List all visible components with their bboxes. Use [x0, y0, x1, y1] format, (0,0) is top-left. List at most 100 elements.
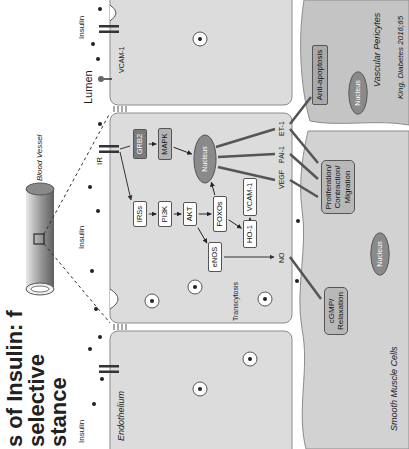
insulin-dot [98, 335, 102, 339]
insulin-dot [98, 7, 102, 11]
vessel-opening [26, 283, 54, 295]
endocytosis-pit [110, 5, 116, 21]
molecule-box: eNOS [208, 242, 223, 272]
molecule-box: FOXOs [213, 197, 228, 232]
node-text: Vascular Pericytes [372, 13, 382, 87]
region-heading: Smooth Muscle Cells [389, 346, 399, 431]
node-text: Nucleus [201, 146, 209, 171]
vessel-end [26, 183, 54, 195]
pericyte-region: Anti-apoptosis Nucleus Vascular Pericytes [298, 0, 409, 127]
figure-label: Blood Vessel [35, 135, 44, 181]
signal-arrow [250, 217, 251, 219]
region-heading: Vascular Pericytes [372, 13, 382, 87]
citation: King, Diabetes 2016;65 [396, 16, 405, 99]
node-text: IRSs [136, 206, 145, 222]
effect-box: Anti-apoptosis [312, 45, 327, 106]
insulin-dot [94, 307, 98, 311]
insulin-dot [100, 377, 104, 381]
signal-arrow [149, 214, 156, 215]
insulin-dot [248, 357, 252, 361]
vesicle [243, 352, 257, 366]
node-text: Nucleus [376, 241, 384, 266]
secretion-line [216, 129, 275, 180]
insulin-dot [193, 285, 197, 289]
adhesion-molecule [98, 76, 104, 82]
vesicle [258, 292, 272, 306]
node-text: VCAM-1 [246, 183, 255, 211]
effect-line [290, 97, 321, 299]
adhesion-molecule [104, 78, 112, 80]
receptor-label: IR [95, 157, 104, 165]
vesicle [193, 32, 207, 46]
insulin-dot [88, 185, 92, 189]
insulin-dot [88, 347, 92, 351]
endocytosis-pit [110, 289, 118, 309]
node-text: cGMP/ Relaxation [327, 292, 345, 330]
insulin-dot [263, 297, 267, 301]
vessel-tube [26, 189, 54, 289]
vesicle [193, 382, 207, 396]
molecule-box: PI3K [158, 201, 173, 227]
endothelial-cell [110, 113, 292, 323]
kinase-box: MAPK [158, 128, 173, 159]
node-text: MAPK [161, 133, 170, 154]
insulin-dot [295, 279, 299, 283]
node-text: eNOS [211, 247, 220, 267]
node-text: Anti-apoptosis [315, 50, 324, 101]
insulin-receptor [99, 151, 119, 154]
node-text: FOXOs [216, 202, 225, 227]
insulin-dot [96, 209, 100, 213]
insulin-receptor [99, 365, 119, 368]
insulin-receptor [99, 25, 119, 28]
nucleus-ellipse: Nucleus [193, 134, 217, 184]
insulin-receptor [99, 25, 119, 373]
nucleus-shape [194, 135, 216, 183]
node-text: PI3K [161, 206, 170, 222]
tissue-shape [301, 0, 409, 125]
insulin-dot [198, 387, 202, 391]
nucleus-ellipse: Nucleus [348, 71, 368, 115]
molecule-label: Insulin [77, 420, 86, 443]
insulin-receptor [99, 371, 119, 374]
node-text: Smooth Muscle Cells [389, 346, 399, 431]
insulin-dot [90, 269, 94, 273]
vesicles [145, 32, 272, 396]
insulin-dot [198, 37, 202, 41]
signal-arrow [198, 228, 207, 244]
nucleus-shape [371, 233, 389, 275]
molecule-box: IRSs [133, 201, 148, 227]
endothelial-cell [110, 0, 292, 105]
insulin-dot [296, 219, 300, 223]
factor-label: NO [278, 253, 286, 264]
vesicle [145, 294, 159, 308]
molecule-label: VCAM-1 [118, 47, 126, 73]
nucleus-shape [349, 72, 367, 114]
signal-line [224, 257, 274, 258]
molecule-box: AKT [183, 202, 198, 227]
insulin-dots [88, 7, 300, 406]
vessel-lumen [31, 286, 49, 292]
process-label: Transcytosis [232, 282, 240, 321]
signal-arrow [174, 214, 181, 215]
insulin-dot [150, 299, 154, 303]
zoom-line [44, 113, 110, 323]
region-label: Lumen [82, 70, 95, 104]
insulin-dot [98, 122, 102, 126]
insulin-receptor [99, 31, 119, 34]
insulin-receptor [99, 145, 119, 148]
molecule-label: Insulin [77, 16, 86, 39]
insulin-dot [92, 402, 96, 406]
receptor-signal [120, 146, 131, 200]
effect-box: cGMP/ Relaxation [324, 287, 348, 335]
insulin-dot [96, 57, 100, 61]
factor-label: PAI-1 [278, 146, 286, 163]
vesicle-cargo [150, 37, 267, 391]
insulin-dot [91, 42, 95, 46]
effect-box: Proliferation/ Contraction/ Migration [321, 160, 355, 215]
vesicle [188, 280, 202, 294]
signal-arrow [229, 220, 242, 229]
adaptor-box: GRB2 [133, 129, 148, 159]
node-text: Proliferation/ Contraction/ Migration [324, 165, 352, 210]
molecule-box: HO-1 [243, 220, 258, 248]
